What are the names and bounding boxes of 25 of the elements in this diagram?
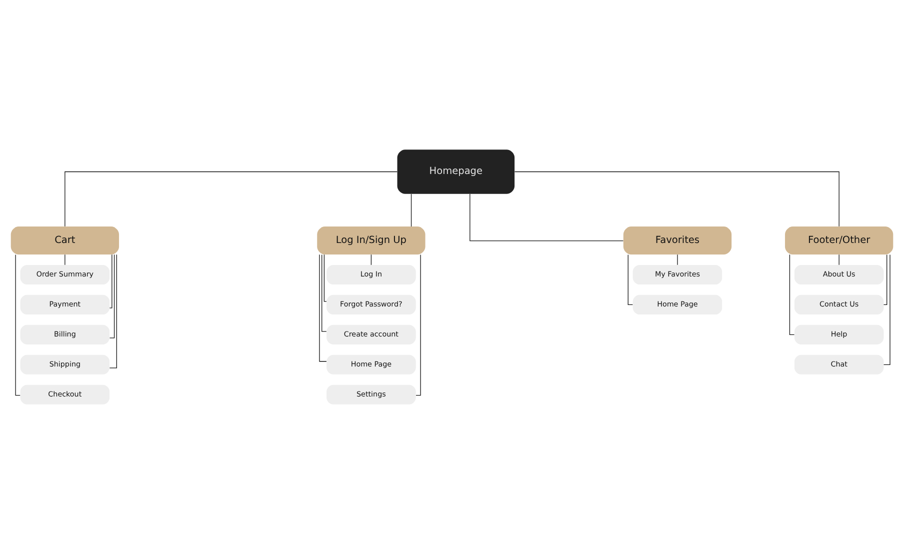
connector — [15, 254, 20, 396]
connector — [109, 254, 115, 338]
connector — [883, 254, 888, 306]
connector — [109, 254, 117, 368]
node-box: Cart — [10, 226, 120, 255]
node-box: Favorites — [623, 226, 732, 255]
connector — [677, 254, 678, 266]
connector — [322, 254, 327, 332]
connector — [64, 171, 398, 227]
connector — [324, 254, 327, 302]
connector — [838, 254, 840, 266]
connector — [64, 254, 66, 266]
connector — [319, 254, 327, 362]
connector — [410, 194, 412, 227]
connector — [416, 254, 421, 396]
node-box: Homepage — [397, 150, 515, 194]
connector — [109, 254, 112, 308]
connector — [370, 254, 372, 266]
connector — [883, 254, 890, 365]
connector — [789, 254, 795, 335]
connector — [470, 194, 624, 242]
connector — [628, 254, 633, 306]
node-box: Footer/Other — [784, 226, 894, 255]
connector — [514, 171, 840, 227]
node-box: Log In/Sign Up — [317, 226, 426, 255]
